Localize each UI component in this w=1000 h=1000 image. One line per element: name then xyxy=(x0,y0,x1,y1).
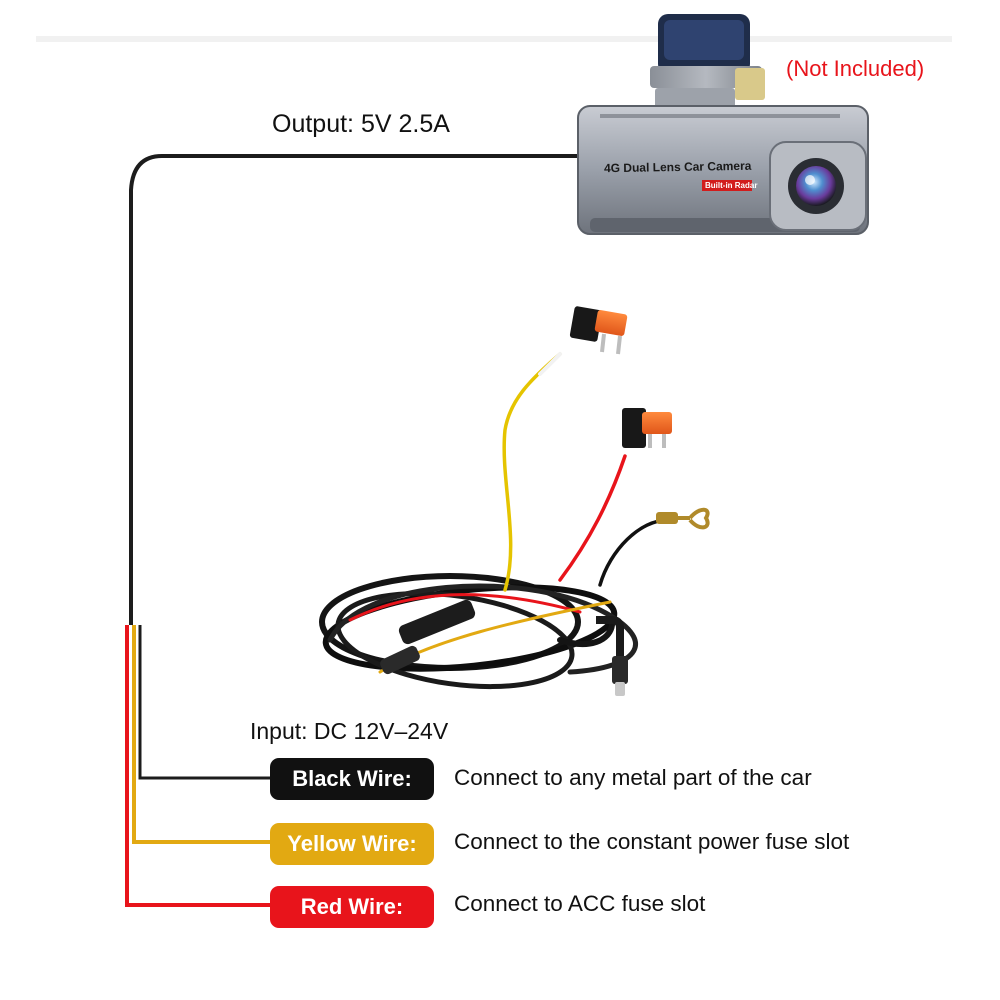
usb-c-plug-icon xyxy=(596,616,628,696)
red-wire-badge: Red Wire: xyxy=(270,886,434,928)
inline-connector xyxy=(380,645,420,675)
input-spec-label: Input: DC 12V–24V xyxy=(250,718,449,744)
output-cable-line xyxy=(129,154,578,625)
coiled-cable-icon xyxy=(319,352,670,690)
inline-connector xyxy=(398,599,476,645)
output-spec-label: Output: 5V 2.5A xyxy=(272,110,450,138)
not-included-note: (Not Included) xyxy=(786,56,925,81)
dash-camera-icon xyxy=(577,14,869,235)
fuse-tap-icon xyxy=(569,306,628,355)
yellow-wire-line xyxy=(132,625,270,844)
red-wire-line xyxy=(125,625,270,907)
yellow-wire-badge: Yellow Wire: xyxy=(270,823,434,865)
top-divider xyxy=(36,36,952,42)
yellow-wire-description: Connect to the constant power fuse slot xyxy=(454,829,850,854)
camera-model-text: 4G Dual Lens Car Camera xyxy=(603,158,752,176)
black-wire-description: Connect to any metal part of the car xyxy=(454,765,812,790)
black-wire-line xyxy=(138,625,270,780)
black-wire-badge: Black Wire: xyxy=(270,758,434,800)
ground-ring-terminal-icon xyxy=(656,507,710,530)
fuse-tap-icon xyxy=(622,408,672,448)
camera-badge-text: Built-in Radar xyxy=(705,181,758,190)
red-wire-description: Connect to ACC fuse slot xyxy=(454,891,706,916)
